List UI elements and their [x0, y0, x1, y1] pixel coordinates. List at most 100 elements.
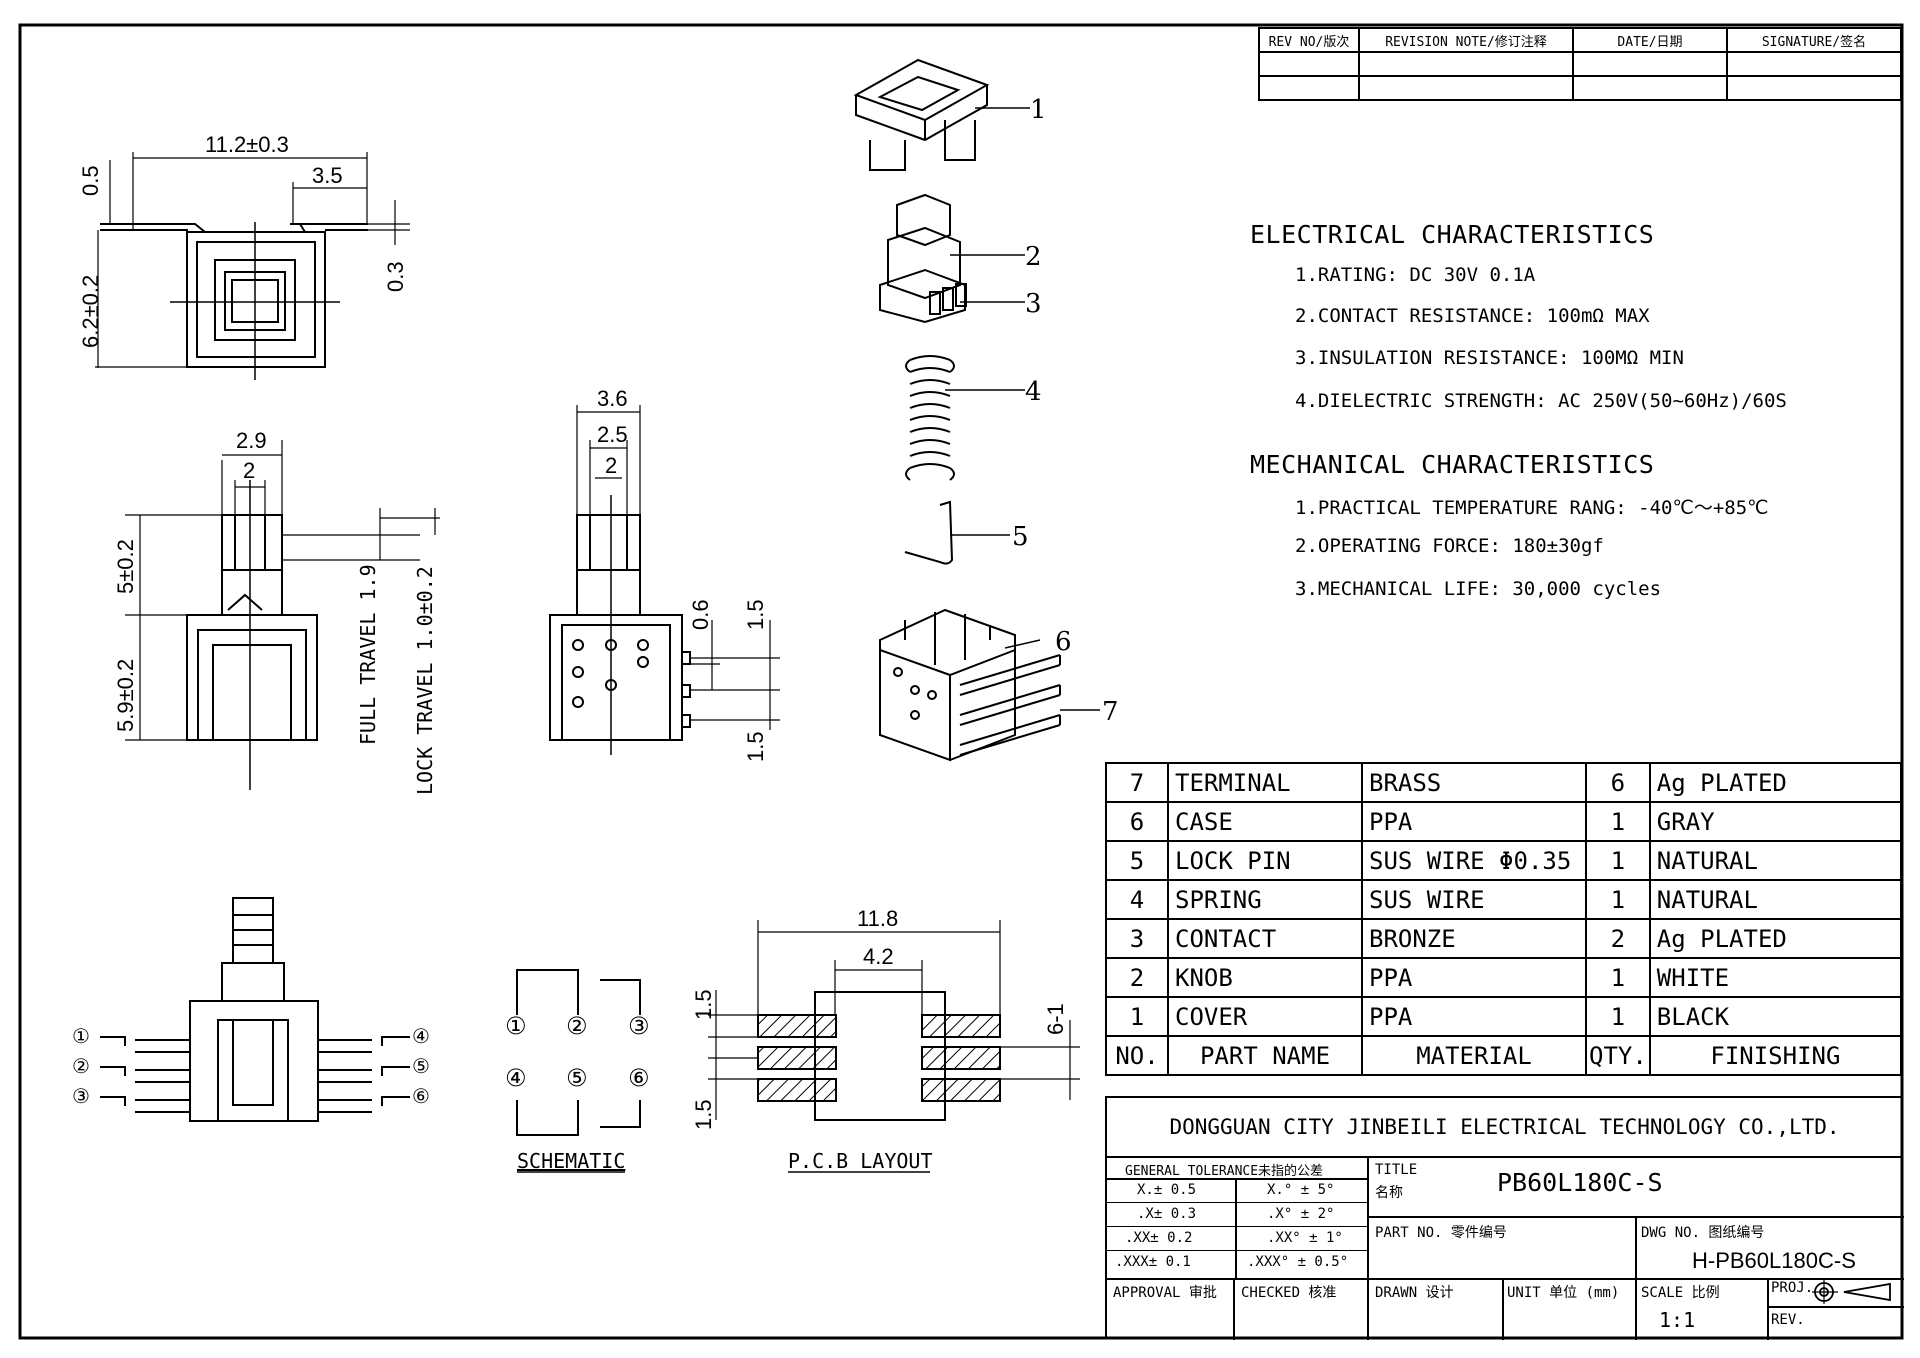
- bom-row-material: BRONZE: [1361, 918, 1587, 959]
- bom-row-no: 4: [1105, 879, 1169, 920]
- bom-row-finish: NATURAL: [1648, 879, 1903, 920]
- dim-front-3-6: 3.6: [597, 386, 628, 411]
- title-label: TITLE: [1375, 1162, 1418, 1178]
- dim-pcb-6-1: 6-1: [1043, 1003, 1068, 1035]
- pin-6-label: ⑥: [412, 1084, 430, 1108]
- bom-header-part: PART NAME: [1167, 1035, 1363, 1076]
- bom-row-qty: 1: [1585, 879, 1651, 920]
- schematic-pin-1: ①: [505, 1012, 527, 1040]
- bottom-view: [100, 897, 410, 1122]
- dim-top-width: 11.2±0.3: [205, 132, 289, 157]
- bom-row-finish: BLACK: [1648, 996, 1903, 1037]
- electrical-item-3: 3.INSULATION RESISTANCE: 100MΩ MIN: [1295, 347, 1684, 369]
- dim-pcb-1-5a: 1.5: [691, 989, 716, 1020]
- schematic-pin-6: ⑥: [628, 1064, 650, 1092]
- pin-4-label: ④: [412, 1024, 430, 1048]
- dim-side-5-9: 5.9±0.2: [113, 659, 138, 732]
- bom-row-qty: 1: [1585, 996, 1651, 1037]
- bom-row-part: KNOB: [1167, 957, 1363, 998]
- pin-2-label: ②: [72, 1054, 90, 1078]
- bom-header-no: NO.: [1105, 1035, 1169, 1076]
- bom-row-part: CONTACT: [1167, 918, 1363, 959]
- dim-front-2-5: 2.5: [597, 422, 628, 447]
- tol-angle-1: .X° ± 2°: [1267, 1206, 1335, 1222]
- tol-angle-2: .XX° ± 1°: [1267, 1230, 1343, 1246]
- side-view: [125, 440, 440, 790]
- dim-pcb-11-8: 11.8: [857, 906, 898, 931]
- title-block: DONGGUAN CITY JINBEILI ELECTRICAL TECHNO…: [1105, 1096, 1904, 1340]
- bom-row-qty: 1: [1585, 801, 1651, 842]
- callout-lines: [945, 107, 1100, 711]
- bom-header-material: MATERIAL: [1361, 1035, 1587, 1076]
- checked-label: CHECKED 核准: [1241, 1285, 1337, 1301]
- tol-angle-0: X.° ± 5°: [1267, 1182, 1335, 1198]
- mechanical-item-1: 1.PRACTICAL TEMPERATURE RANG: -40℃～+85℃: [1295, 497, 1769, 519]
- bom-row-no: 3: [1105, 918, 1169, 959]
- tolerance-header: GENERAL TOLERANCE未指的公差: [1125, 1164, 1324, 1179]
- dwg-no-label: DWG NO. 图纸编号: [1641, 1225, 1765, 1241]
- bom-row-part: CASE: [1167, 801, 1363, 842]
- bom-row-no: 6: [1105, 801, 1169, 842]
- drawn-label: DRAWN 设计: [1375, 1285, 1454, 1301]
- dim-side-2: 2: [243, 458, 255, 483]
- bom-row-no: 7: [1105, 762, 1169, 803]
- dim-front-1-5b: 1.5: [743, 731, 768, 762]
- bom-row-material: PPA: [1361, 801, 1587, 842]
- top-view: [95, 152, 410, 380]
- dim-front-0-6: 0.6: [688, 599, 713, 630]
- rev-note-header: REVISION NOTE/修订注释: [1358, 27, 1574, 53]
- tolerance-block: GENERAL TOLERANCE未指的公差 X.± 0.5 X.° ± 5° …: [1107, 1158, 1369, 1278]
- bom-row-no: 2: [1105, 957, 1169, 998]
- callout-4: 4: [1025, 377, 1042, 407]
- schematic-pin-2: ②: [566, 1012, 588, 1040]
- dim-side-5: 5±0.2: [113, 539, 138, 594]
- mechanical-item-3: 3.MECHANICAL LIFE: 30,000 cycles: [1295, 578, 1662, 600]
- pin-3-label: ③: [72, 1084, 90, 1108]
- dim-front-2: 2: [605, 453, 617, 478]
- bom-row-part: COVER: [1167, 996, 1363, 1037]
- bom-header-finish: FINISHING: [1648, 1035, 1903, 1076]
- callout-6: 6: [1055, 627, 1072, 657]
- bom-row-qty: 1: [1585, 957, 1651, 998]
- pcb-layout-label: P.C.B LAYOUT: [788, 1149, 933, 1173]
- rev-date-header: DATE/日期: [1572, 27, 1728, 53]
- callout-5: 5: [1012, 522, 1029, 552]
- title-label-cn: 名称: [1375, 1185, 1403, 1201]
- exploded-view: [853, 58, 1061, 762]
- dim-front-1-5a: 1.5: [743, 599, 768, 630]
- tol-linear-2: .XX± 0.2: [1125, 1230, 1193, 1246]
- rev-no-header: REV NO/版次: [1258, 27, 1360, 53]
- lock-travel-label: LOCK TRAVEL 1.0±0.2: [413, 566, 437, 795]
- bom-row-material: PPA: [1361, 957, 1587, 998]
- tol-linear-0: X.± 0.5: [1137, 1182, 1197, 1198]
- mechanical-title: MECHANICAL CHARACTERISTICS: [1250, 450, 1655, 479]
- tol-linear-1: .X± 0.3: [1137, 1206, 1197, 1222]
- front-view: [549, 405, 780, 755]
- scale-value: 1:1: [1659, 1308, 1696, 1332]
- proj-label: PROJ.: [1771, 1280, 1814, 1296]
- revision-table: REV NO/版次 REVISION NOTE/修订注释 DATE/日期 SIG…: [1258, 27, 1902, 101]
- mechanical-item-2: 2.OPERATING FORCE: 180±30gf: [1295, 535, 1604, 557]
- tol-linear-3: .XXX± 0.1: [1115, 1254, 1191, 1270]
- bom-row-part: SPRING: [1167, 879, 1363, 920]
- projection-symbol-icon: [1812, 1280, 1891, 1304]
- bom-header-qty: QTY.: [1585, 1035, 1651, 1076]
- dim-top-0-5: 0.5: [78, 165, 103, 196]
- electrical-item-2: 2.CONTACT RESISTANCE: 100mΩ MAX: [1295, 305, 1650, 327]
- bom-row-finish: WHITE: [1648, 957, 1903, 998]
- bom-row-finish: GRAY: [1648, 801, 1903, 842]
- pin-5-label: ⑤: [412, 1054, 430, 1078]
- bom-row-part: TERMINAL: [1167, 762, 1363, 803]
- scale-label: SCALE 比例: [1641, 1285, 1720, 1301]
- tol-angle-3: .XXX° ± 0.5°: [1247, 1254, 1349, 1270]
- bom-row-qty: 6: [1585, 762, 1651, 803]
- schematic-pin-4: ④: [505, 1064, 527, 1092]
